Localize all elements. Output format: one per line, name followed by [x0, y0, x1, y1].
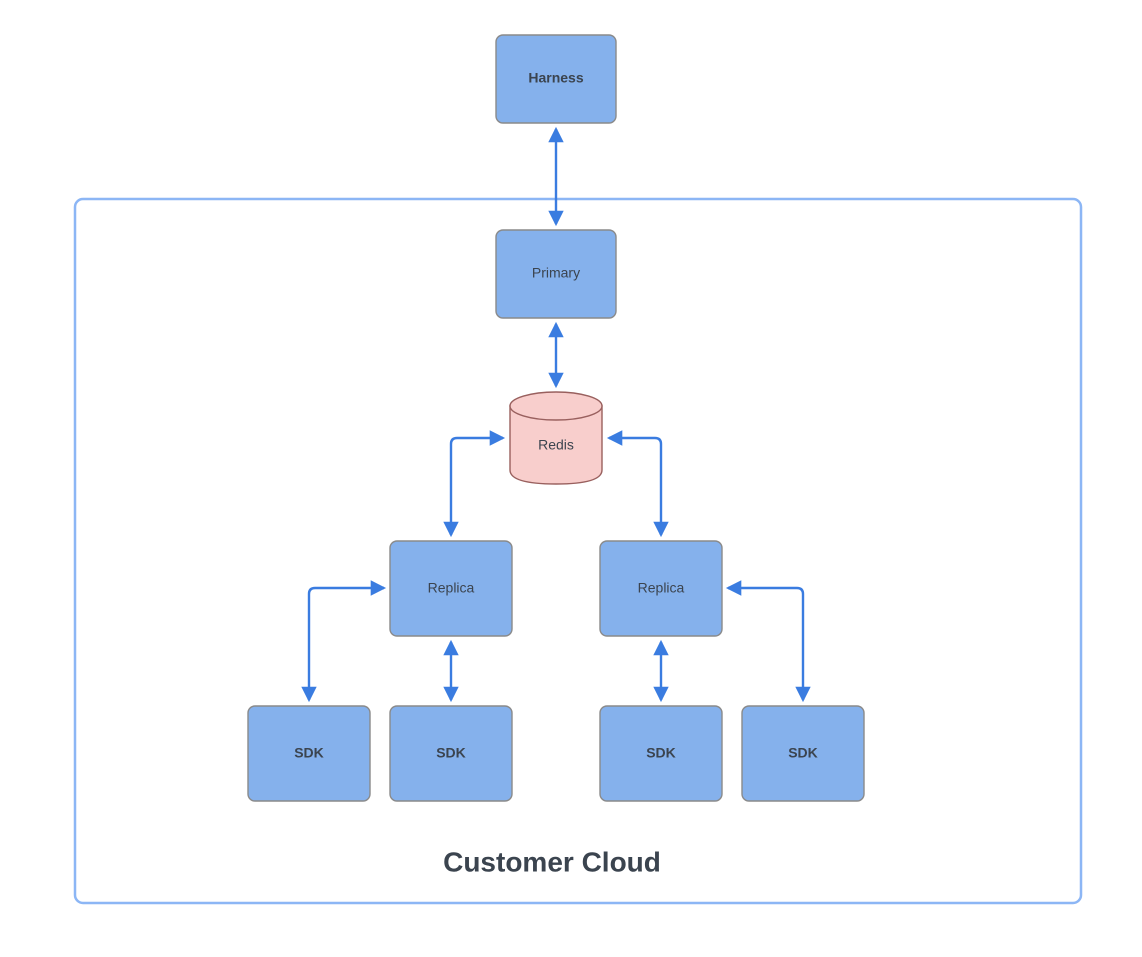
node-redis[interactable]: Redis — [509, 391, 603, 485]
node-redis-label: Redis — [538, 437, 574, 453]
node-harness-shape — [495, 34, 617, 124]
node-primary-label: Primary — [532, 265, 580, 281]
node-harness[interactable]: Harness — [495, 34, 617, 124]
node-sdk-3-label: SDK — [646, 745, 676, 761]
group-customer-cloud: Customer Cloud — [73, 197, 1083, 905]
node-primary-shape — [495, 229, 617, 319]
group-border — [73, 197, 1083, 905]
node-sdk-1-label: SDK — [294, 745, 324, 761]
node-sdk-2-shape — [389, 705, 513, 802]
node-replica-left[interactable]: Replica — [389, 540, 513, 637]
node-sdk-4[interactable]: SDK — [741, 705, 865, 802]
node-replica-right-shape — [599, 540, 723, 637]
node-replica-right[interactable]: Replica — [599, 540, 723, 637]
node-replica-left-label: Replica — [428, 580, 475, 596]
node-harness-label: Harness — [528, 70, 583, 86]
node-sdk-1[interactable]: SDK — [247, 705, 371, 802]
node-sdk-2[interactable]: SDK — [389, 705, 513, 802]
node-sdk-4-label: SDK — [788, 745, 818, 761]
connector-layer — [301, 126, 811, 703]
group-title: Customer Cloud — [443, 846, 661, 877]
redis-cylinder-body — [509, 405, 603, 485]
redis-cylinder-top — [509, 391, 603, 421]
connector-sdk4-replica-right — [725, 580, 811, 703]
node-sdk-4-shape — [741, 705, 865, 802]
node-sdk-3-shape — [599, 705, 723, 802]
node-replica-left-shape — [389, 540, 513, 637]
node-primary[interactable]: Primary — [495, 229, 617, 319]
node-sdk-1-shape — [247, 705, 371, 802]
node-sdk-3[interactable]: SDK — [599, 705, 723, 802]
connector-redis-replica-right — [606, 430, 669, 538]
node-replica-right-label: Replica — [638, 580, 685, 596]
connector-redis-replica-left — [443, 430, 506, 538]
connector-sdk1-replica-left — [301, 580, 387, 703]
node-sdk-2-label: SDK — [436, 745, 466, 761]
